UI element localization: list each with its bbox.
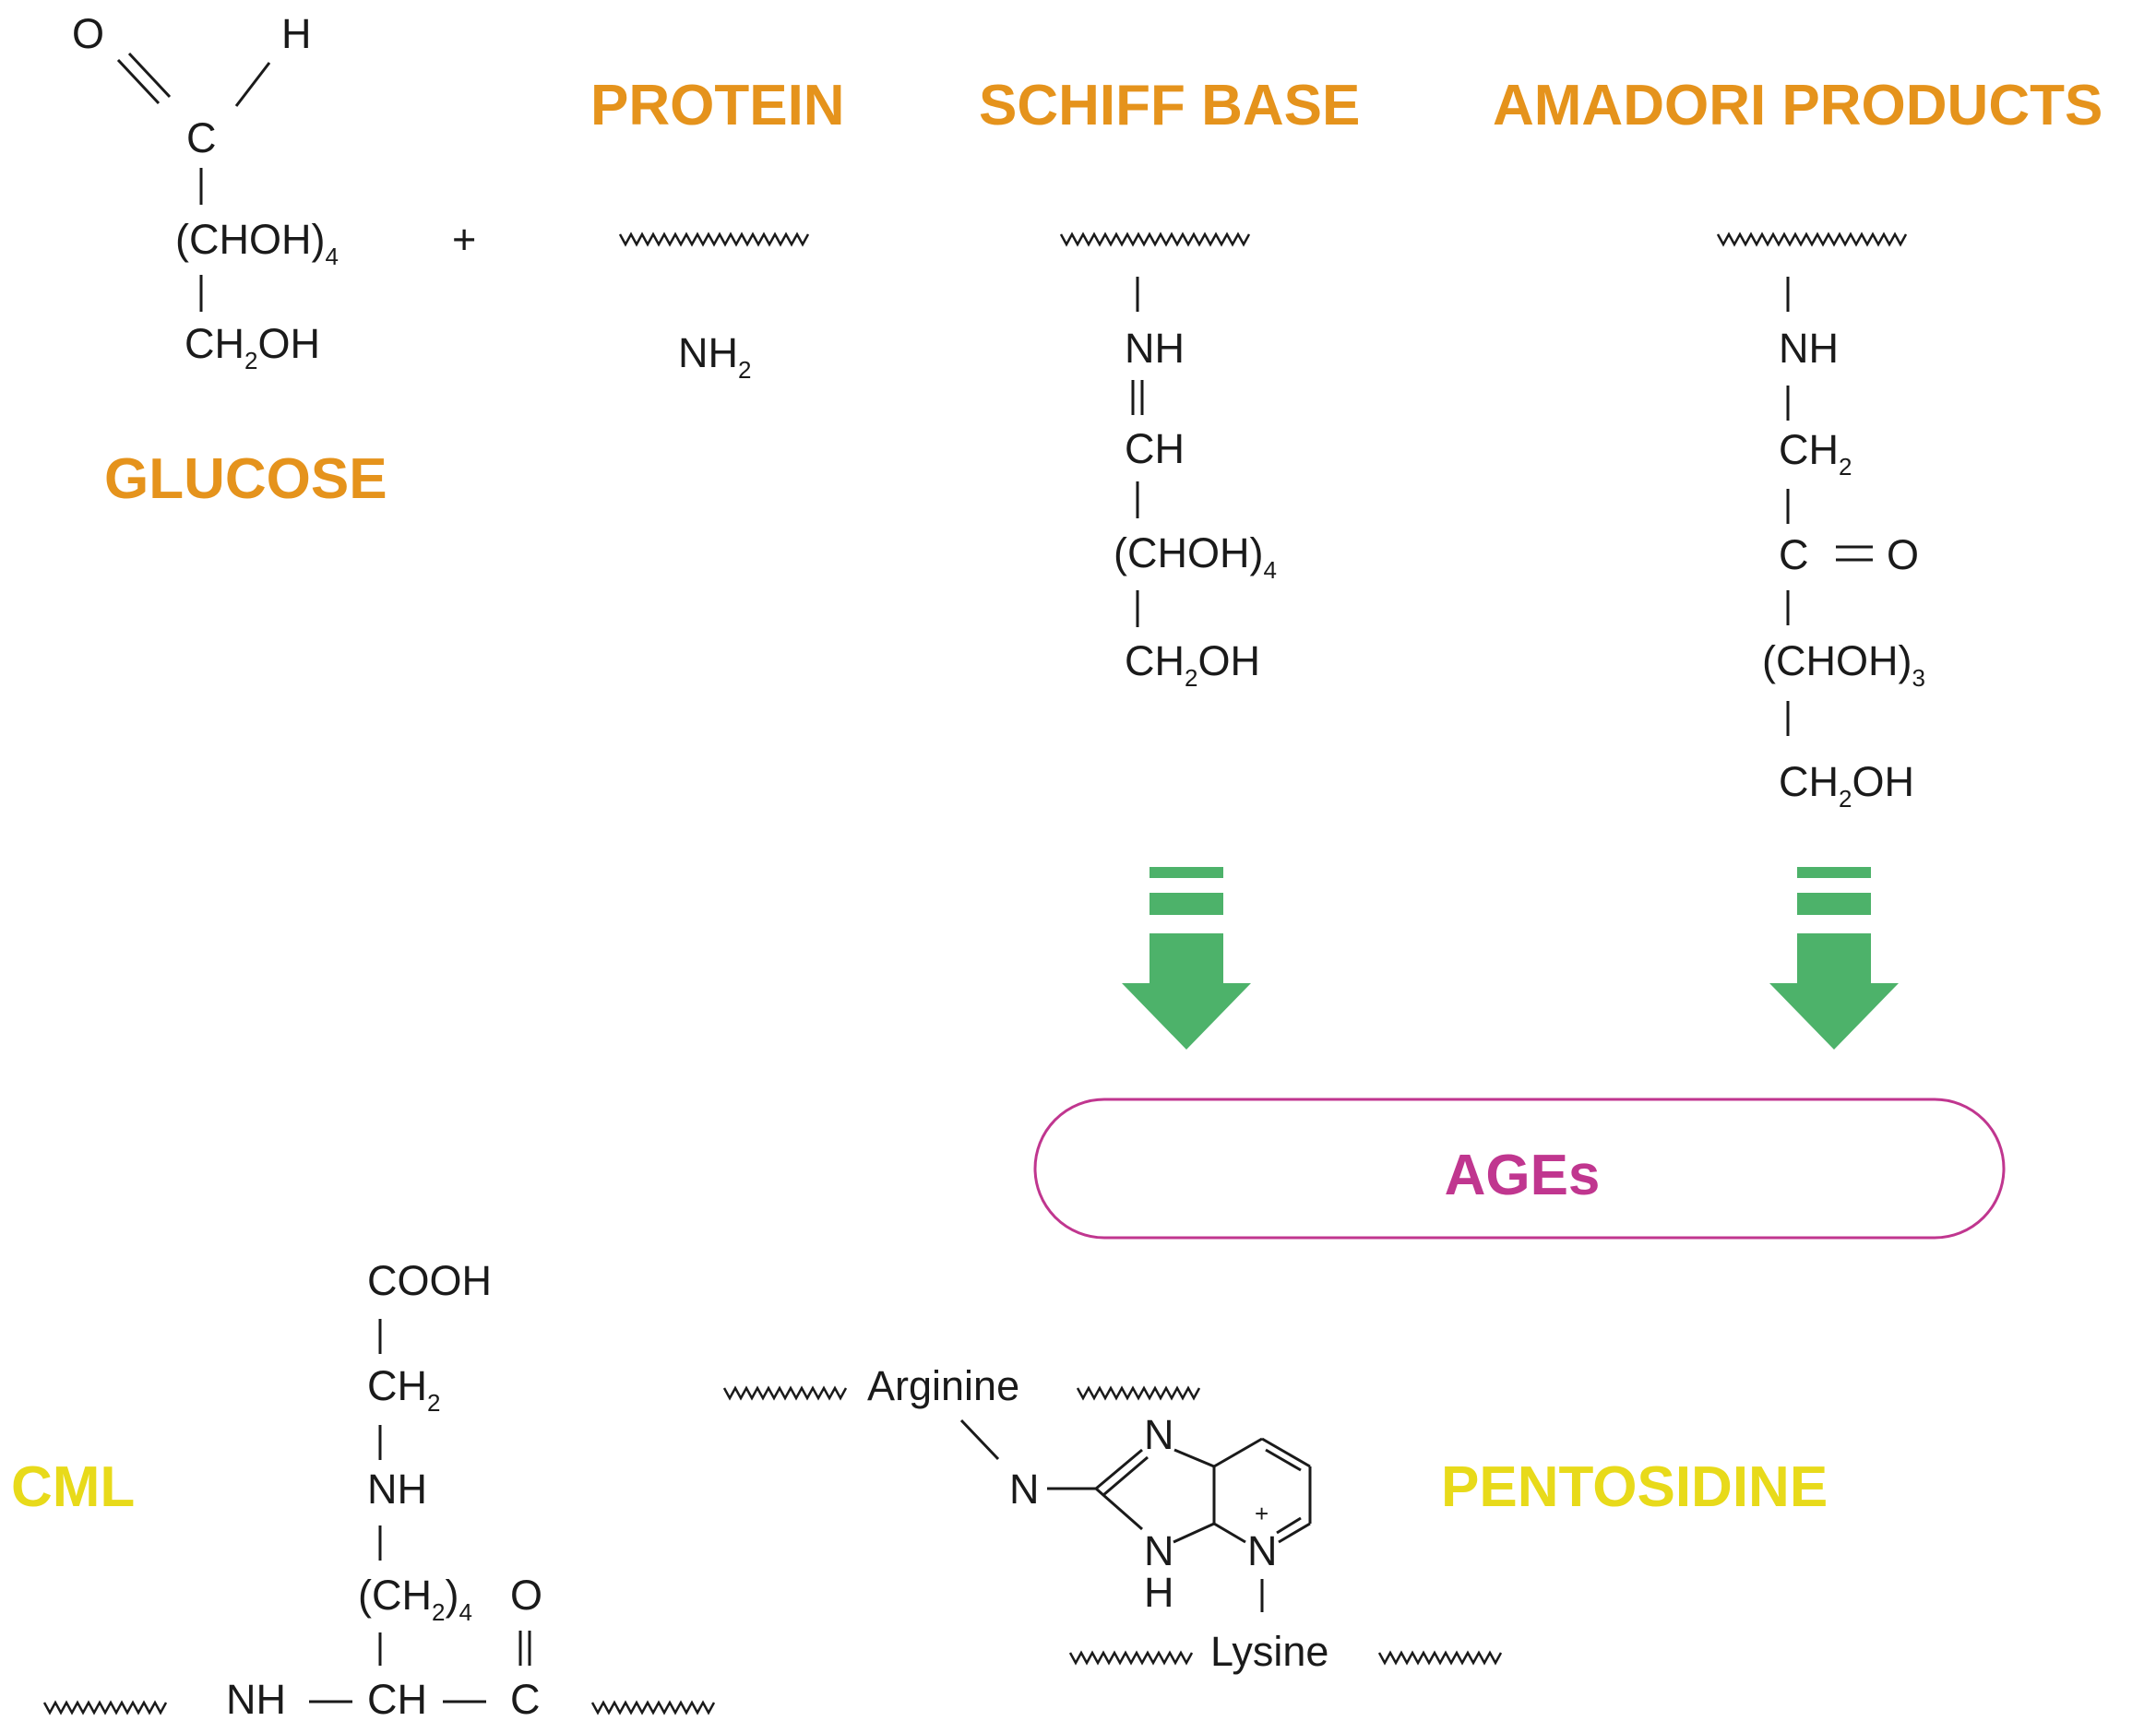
arrow-stripe-2 [1149,893,1223,915]
ages-box [1033,1098,2006,1240]
arrow-stripe-1 [1149,867,1223,878]
arrow-stripe-2 [1797,893,1871,915]
pentosidine-hex-bond-4b [1276,1516,1302,1535]
schiff-structure: NH CH (CHOH)4 CH2OH [1059,232,1277,692]
pentosidine-hex-bond-1 [1213,1437,1263,1468]
glucose-o: O [72,10,104,57]
glucose-h: H [281,10,312,57]
cml-ch2: CH2 [367,1362,440,1417]
pentosidine-lysine: Lysine [1210,1628,1328,1675]
cml-chain: (CH2)4 [358,1572,472,1626]
arrow-schiff-to-ages [1122,867,1251,1050]
amadori-c: C [1779,531,1809,578]
schiff-choh: (CHOH)4 [1114,529,1277,584]
cml-chain-right [590,1701,716,1715]
arrow-head [1769,933,1899,1050]
pentosidine-n-plus: N [1247,1527,1278,1574]
pentosidine-plus-charge: + [1255,1500,1269,1527]
glucose-structure: O H C (CHOH)4 CH2OH [72,10,339,374]
pentosidine-n-left: N [1009,1466,1040,1513]
pentosidine-chain-arg-right [1076,1386,1201,1400]
pentosidine-ring-bond-2 [1173,1448,1215,1468]
amadori-nh: NH [1779,325,1839,372]
protein-title: PROTEIN [590,74,845,137]
pentosidine-ring-bond-4 [1173,1522,1215,1544]
glucose-co-bond-2 [127,52,172,99]
amadori-structure: NH CH2 C O (CHOH)3 CH2OH [1716,232,1925,813]
glucose-ch-bond [234,62,271,107]
pentosidine-chain-arg-left [722,1386,848,1400]
protein-nh2: NH2 [678,329,751,384]
pentosidine-hex-bond-4 [1278,1522,1311,1544]
pentosidine-arg-bond [959,1418,1000,1461]
schiff-nh: NH [1125,325,1185,372]
amadori-ch2: CH2 [1779,426,1852,481]
pentosidine-ring-bond-1 [1095,1448,1143,1490]
cml-title: CML [11,1455,135,1519]
arrow-stripe-1 [1797,867,1871,878]
schiff-ch2oh: CH2OH [1125,637,1260,692]
arrow-amadori-to-ages [1769,867,1899,1050]
pentosidine-hex-bond-2b [1265,1448,1302,1472]
cml-backbone-nh: NH [226,1676,286,1723]
ages-label: AGEs [1445,1144,1601,1207]
plus-sign: + [452,216,476,263]
pentosidine-n-bottom: N [1144,1527,1174,1574]
glucose-title: GLUCOSE [104,447,387,511]
amadori-ch2oh: CH2OH [1779,758,1914,813]
pentosidine-structure: Arginine N N N H N + Lysine [722,1362,1503,1675]
glucose-c: C [186,114,217,161]
pentosidine-chain-lys-right [1377,1651,1503,1665]
schiff-title: SCHIFF BASE [979,74,1360,137]
pentosidine-hex-bond-2 [1261,1437,1311,1468]
schiff-chain [1059,232,1251,246]
protein-chain [618,232,810,246]
arrow-head [1122,933,1251,1050]
pentosidine-title: PENTOSIDINE [1441,1455,1828,1519]
amadori-chain [1716,232,1908,246]
pentosidine-h-bottom: H [1144,1569,1174,1616]
amadori-choh: (CHOH)3 [1762,637,1925,692]
cml-o: O [510,1572,542,1619]
cml-backbone-ch: CH [367,1676,427,1723]
glucose-co-bond-1 [116,58,161,105]
schiff-ch: CH [1125,425,1185,472]
cml-cooh: COOH [367,1257,492,1304]
pentosidine-chain-lys-left [1068,1651,1194,1665]
cml-backbone-c: C [510,1676,541,1723]
pentosidine-arginine: Arginine [867,1362,1019,1409]
glucose-choh: (CHOH)4 [175,216,339,270]
cml-structure: COOH CH2 NH (CH2)4 O NH CH C [42,1257,716,1723]
pentosidine-n-top: N [1144,1411,1174,1458]
pentosidine-hex-bond-5 [1213,1522,1246,1544]
amadori-title: AMADORI PRODUCTS [1493,74,2102,137]
glucose-ch2oh: CH2OH [185,320,320,374]
pentosidine-ring-bond-5 [1095,1487,1143,1531]
cml-nh: NH [367,1466,427,1513]
pentosidine-ring-bond-1b [1102,1455,1149,1497]
amadori-o: O [1887,531,1919,578]
cml-chain-left [42,1701,168,1715]
